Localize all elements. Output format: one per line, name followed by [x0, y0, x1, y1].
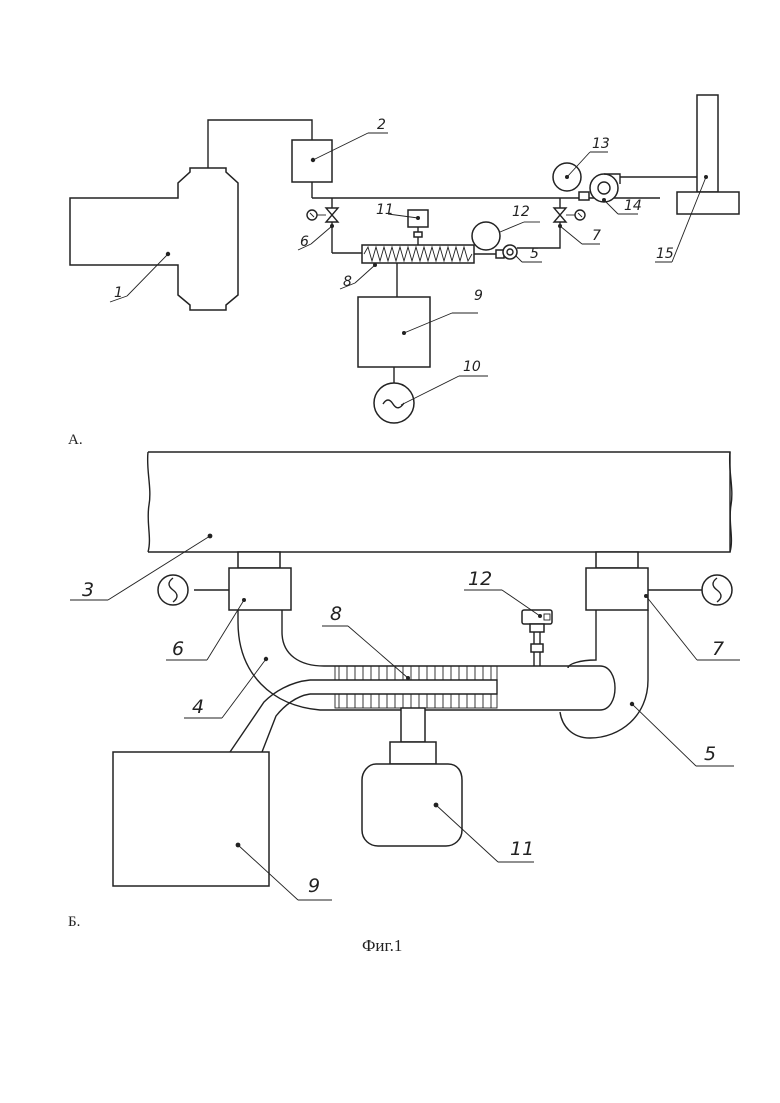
- tank-9: [358, 297, 430, 367]
- label-valve-7: 7: [592, 228, 601, 244]
- diagram-a: 1 2 6 8 11: [68, 95, 739, 448]
- label-device-11: 11: [510, 838, 534, 860]
- sensor-12: [522, 610, 552, 666]
- manifold-3: [148, 452, 730, 552]
- label-engine-1: 1: [114, 285, 123, 301]
- label-manifold-3: 3: [82, 579, 94, 601]
- generator-10: [374, 383, 414, 423]
- caption-b: Б.: [68, 914, 80, 930]
- valve-6-block: [229, 568, 291, 610]
- label-heat-exchanger-8: 8: [330, 603, 342, 625]
- valve-7-block: [586, 568, 648, 610]
- pipe-5: [600, 666, 615, 710]
- heat-exchanger-8: [310, 666, 497, 708]
- label-generator-10: 10: [463, 359, 481, 375]
- label-pipe-5: 5: [704, 743, 716, 765]
- device-11: [362, 764, 462, 846]
- label-pipe-4: 4: [192, 696, 204, 718]
- label-gauge-12: 12: [512, 204, 530, 220]
- label-tank-9: 9: [474, 288, 483, 304]
- engine-1-shape: [70, 168, 238, 310]
- label-device-11: 11: [376, 202, 394, 218]
- pump-5: [503, 245, 517, 259]
- tank-9: [113, 752, 269, 886]
- label-tank-9: 9: [308, 875, 320, 897]
- label-valve-7: 7: [712, 638, 724, 660]
- label-valve-6: 6: [300, 234, 309, 250]
- label-stack-15: 15: [656, 246, 674, 262]
- label-sensor-12: 12: [468, 568, 492, 590]
- gauge-12: [472, 222, 500, 250]
- label-unit-2: 2: [377, 117, 386, 133]
- valve-6-symbol: [326, 208, 338, 222]
- diagram-b: 3 6 7 4 5: [68, 452, 740, 930]
- stack-15-base: [677, 192, 739, 214]
- label-gauge-13: 13: [592, 136, 610, 152]
- label-heater-8: 8: [343, 274, 352, 290]
- pump-14: [590, 174, 618, 202]
- caption-a: А.: [68, 432, 83, 448]
- label-valve-6: 6: [172, 638, 184, 660]
- label-pump-14: 14: [624, 198, 642, 214]
- figure-caption: Фиг.1: [362, 936, 402, 955]
- valve-7-symbol: [554, 208, 566, 222]
